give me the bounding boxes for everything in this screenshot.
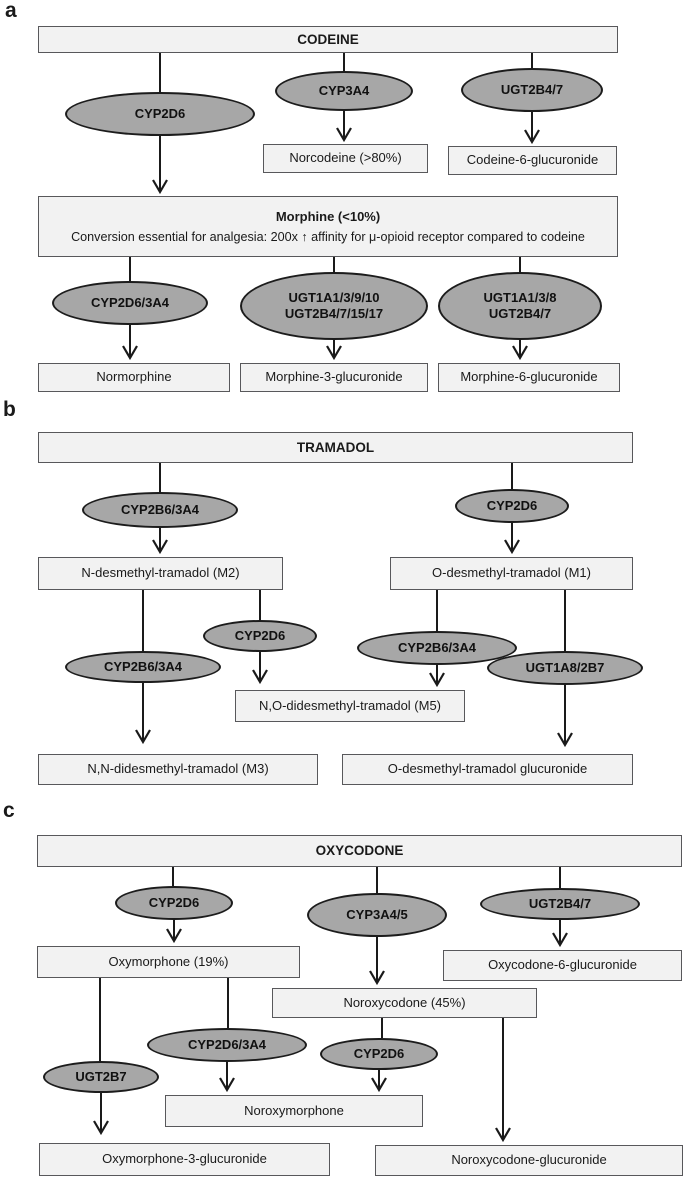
cyp2b6-3a4-ellipse-b-mid: CYP2B6/3A4 <box>357 631 517 665</box>
normorphine-box: Normorphine <box>38 363 230 392</box>
morphine-6-glucuronide-box: Morphine-6-glucuronide <box>438 363 620 392</box>
cyp3a4-5-ellipse: CYP3A4/5 <box>307 893 447 937</box>
morphine-box: Morphine (<10%) Conversion essential for… <box>38 196 618 257</box>
noroxymorphone-box: Noroxymorphone <box>165 1095 423 1127</box>
morphine-3-glucuronide-box: Morphine-3-glucuronide <box>240 363 428 392</box>
ugt2b7-ellipse: UGT2B7 <box>43 1061 159 1093</box>
ugt1a8-2b7-ellipse: UGT1A8/2B7 <box>487 651 643 685</box>
tramadol-box: TRAMADOL <box>38 432 633 463</box>
panel-b-label: b <box>3 398 16 421</box>
cyp2b6-3a4-ellipse-b-top: CYP2B6/3A4 <box>82 492 238 528</box>
noroxycodone-glucuronide-box: Noroxycodone-glucuronide <box>375 1145 683 1176</box>
panel-a-label: a <box>5 0 17 22</box>
ugt-m3g-line2: UGT2B4/7/15/17 <box>284 306 384 321</box>
noroxycodone-box: Noroxycodone (45%) <box>272 988 537 1018</box>
ugt-m6g-line2: UGT2B4/7 <box>488 306 552 321</box>
oxymorphone-box: Oxymorphone (19%) <box>37 946 300 978</box>
cyp2d6-ellipse-b-mid: CYP2D6 <box>203 620 317 652</box>
cyp2d6-3a4-ellipse-c: CYP2D6/3A4 <box>147 1028 307 1062</box>
n-desmethyl-tramadol-m2-box: N-desmethyl-tramadol (M2) <box>38 557 283 590</box>
cyp2d6-ellipse-a: CYP2D6 <box>65 92 255 136</box>
norcodeine-box: Norcodeine (>80%) <box>263 144 428 173</box>
nn-didesmethyl-tramadol-m3-box: N,N-didesmethyl-tramadol (M3) <box>38 754 318 785</box>
cyp2d6-ellipse-c-mid: CYP2D6 <box>320 1038 438 1070</box>
cyp2d6-ellipse-c-top: CYP2D6 <box>115 886 233 920</box>
no-didesmethyl-tramadol-m5-box: N,O-didesmethyl-tramadol (M5) <box>235 690 465 722</box>
o-desmethyl-tramadol-glucuronide-box: O-desmethyl-tramadol glucuronide <box>342 754 633 785</box>
codeine-6-glucuronide-box: Codeine-6-glucuronide <box>448 146 617 175</box>
ugt-m6g-line1: UGT1A1/3/8 <box>483 289 557 305</box>
ugt-m3g-ellipse: UGT1A1/3/9/10 UGT2B4/7/15/17 <box>240 272 428 340</box>
ugt2b47-ellipse-a: UGT2B4/7 <box>461 68 603 112</box>
cyp3a4-ellipse-a: CYP3A4 <box>275 71 413 111</box>
ugt-m3g-line1: UGT1A1/3/9/10 <box>288 289 380 305</box>
panel-c-label: c <box>3 799 15 822</box>
cyp2d6-3a4-ellipse-a: CYP2D6/3A4 <box>52 281 208 325</box>
morphine-title: Morphine (<10%) <box>275 209 381 224</box>
oxycodone-6-glucuronide-box: Oxycodone-6-glucuronide <box>443 950 682 981</box>
ugt-m6g-ellipse: UGT1A1/3/8 UGT2B4/7 <box>438 272 602 340</box>
cyp2b6-3a4-ellipse-b-low: CYP2B6/3A4 <box>65 651 221 683</box>
codeine-box: CODEINE <box>38 26 618 53</box>
oxycodone-box: OXYCODONE <box>37 835 682 867</box>
o-desmethyl-tramadol-m1-box: O-desmethyl-tramadol (M1) <box>390 557 633 590</box>
morphine-note: Conversion essential for analgesia: 200x… <box>71 230 585 244</box>
ugt2b47-ellipse-c: UGT2B4/7 <box>480 888 640 920</box>
oxymorphone-3-glucuronide-box: Oxymorphone-3-glucuronide <box>39 1143 330 1176</box>
cyp2d6-ellipse-b-top: CYP2D6 <box>455 489 569 523</box>
